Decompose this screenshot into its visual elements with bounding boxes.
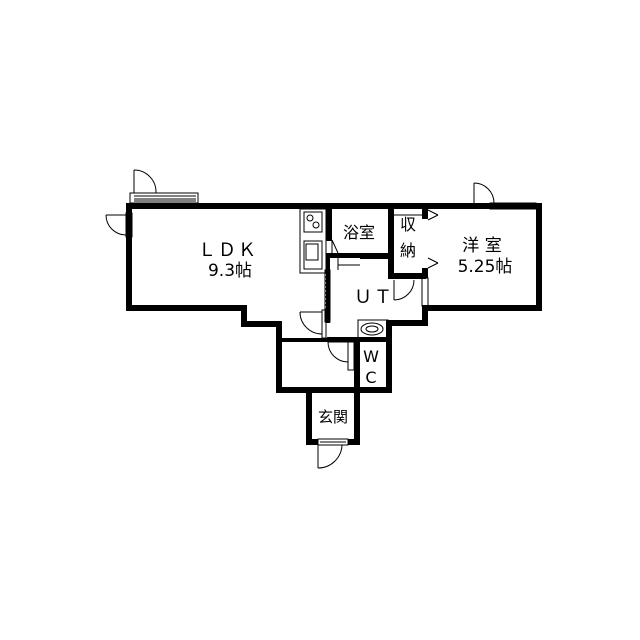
western-room-label: 洋 室 — [462, 236, 501, 256]
storage-label-line2: 納 — [400, 241, 416, 260]
western-room-size: 5.25帖 — [458, 257, 513, 277]
entrance-label: 玄関 — [318, 408, 348, 426]
fixtures — [105, 169, 537, 469]
walls — [126, 203, 542, 445]
wc-label-line2: C — [365, 368, 376, 387]
ldk-label: ＬＤＫ — [198, 240, 258, 261]
ldk-size: 9.3帖 — [208, 261, 252, 281]
storage-label-line1: 収 — [400, 215, 416, 234]
ut-label: ＵＴ — [354, 287, 394, 308]
room-labels: ＬＤＫ 9.3帖 浴室 収 納 洋 室 5.25帖 ＵＴ W C 玄関 — [198, 215, 512, 426]
wc-label-line1: W — [363, 347, 379, 366]
bath-label: 浴室 — [343, 223, 375, 242]
